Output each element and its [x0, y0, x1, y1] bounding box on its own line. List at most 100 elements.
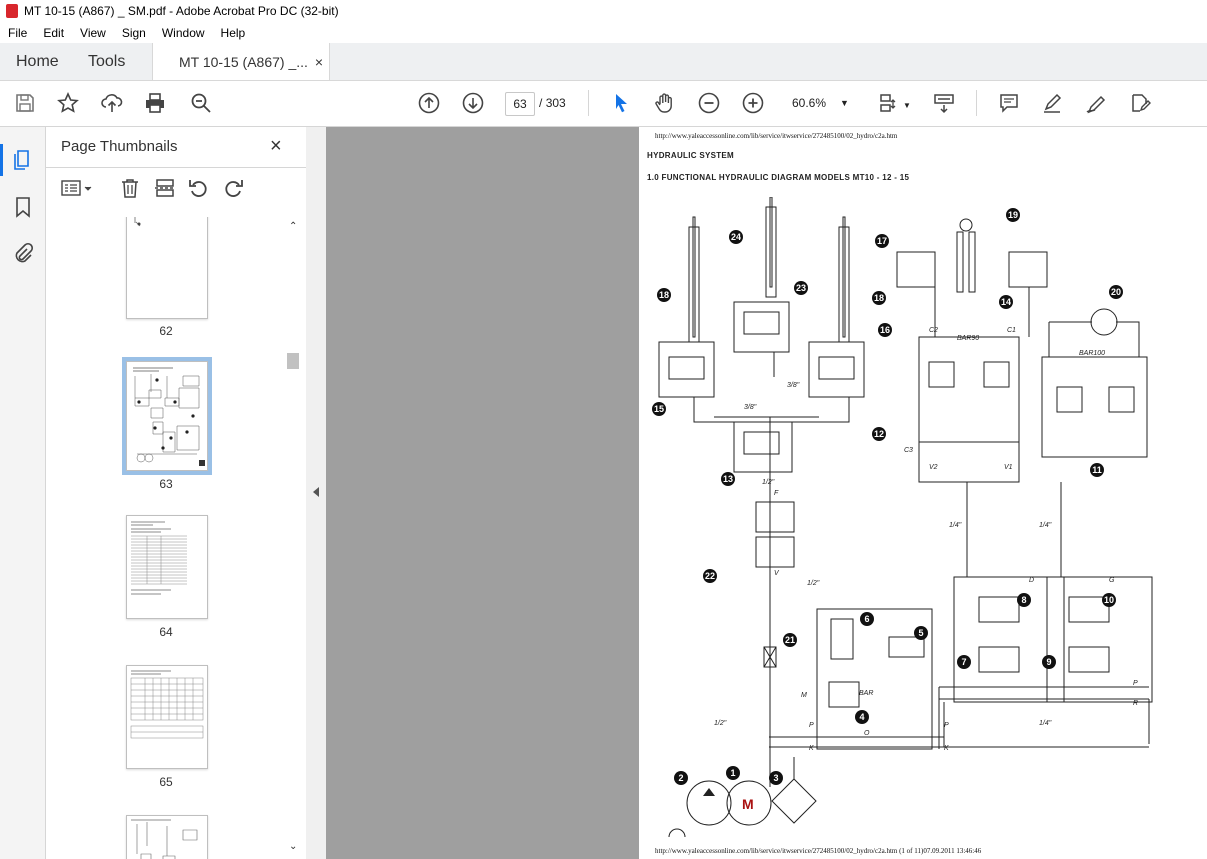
- document-canvas[interactable]: http://www.yaleaccessonline.com/lib/serv…: [326, 127, 1207, 859]
- thumbnail-scrollbar[interactable]: ⌃ ⌄: [286, 217, 300, 859]
- label-p-center: P: [944, 722, 949, 729]
- pdf-page: http://www.yaleaccessonline.com/lib/serv…: [639, 127, 1207, 859]
- callout-4: 4: [855, 710, 869, 724]
- thumbnail-page[interactable]: [126, 815, 208, 859]
- thumbnail-page[interactable]: [126, 665, 208, 769]
- scroll-mode-icon[interactable]: [932, 91, 956, 115]
- menu-file[interactable]: File: [8, 25, 28, 40]
- label-bar: BAR: [859, 690, 873, 697]
- label-c3: C3: [904, 447, 913, 454]
- print-icon[interactable]: [143, 91, 167, 115]
- zoom-out-icon[interactable]: [697, 91, 721, 115]
- toolbar-divider: [588, 90, 589, 116]
- hand-tool-icon[interactable]: [653, 91, 677, 115]
- highlight-pen-icon[interactable]: [1040, 91, 1064, 115]
- scroll-up-icon[interactable]: ⌃: [289, 221, 298, 232]
- extract-page-icon[interactable]: [154, 177, 178, 199]
- callout-21: 21: [783, 633, 797, 647]
- next-page-icon[interactable]: [461, 91, 485, 115]
- title-bar: MT 10-15 (A867) _ SM.pdf - Adobe Acrobat…: [0, 0, 1207, 22]
- svg-text:8: 8: [1021, 595, 1026, 605]
- page-thumbnails-icon[interactable]: [0, 144, 35, 176]
- thumbnail-list: 62 63: [46, 217, 286, 859]
- label-pipe-1-2-upper: 1/2": [762, 479, 775, 486]
- tab-bar: Home Tools MT 10-15 (A867) _... ×: [0, 43, 1207, 81]
- svg-text:1: 1: [730, 768, 735, 778]
- label-v1: V1: [1004, 464, 1013, 471]
- tab-close-icon[interactable]: ×: [314, 53, 323, 70]
- svg-text:24: 24: [731, 232, 741, 242]
- svg-text:17: 17: [877, 236, 887, 246]
- thumbnail-page[interactable]: [126, 515, 208, 619]
- callout-18-right: 18: [872, 291, 886, 305]
- rotate-counterclockwise-icon[interactable]: [188, 177, 212, 199]
- label-k-right: K: [944, 745, 949, 752]
- thumbnail-label: 63: [159, 477, 173, 491]
- fill-sign-icon[interactable]: [1128, 91, 1152, 115]
- close-panel-icon[interactable]: ×: [270, 135, 282, 157]
- svg-text:16: 16: [880, 325, 890, 335]
- bookmark-star-icon[interactable]: [56, 91, 80, 115]
- callout-24: 24: [729, 230, 743, 244]
- motor-symbol-label: M: [742, 796, 754, 812]
- label-bar100: BAR100: [1079, 350, 1105, 357]
- callout-20: 20: [1109, 285, 1123, 299]
- callout-6: 6: [860, 612, 874, 626]
- save-icon[interactable]: [13, 91, 37, 115]
- share-upload-icon[interactable]: [100, 91, 124, 115]
- hydraulic-diagram: M C2 C1 BAR90 BAR100 C3 V2 V1 D G F V P …: [652, 197, 1153, 838]
- options-menu-icon[interactable]: [60, 177, 92, 199]
- tab-home[interactable]: Home: [16, 52, 59, 70]
- menu-sign[interactable]: Sign: [121, 25, 146, 40]
- callout-12: 12: [872, 427, 886, 441]
- label-pipe-1-4-right: 1/4": [1039, 522, 1052, 529]
- page-fit-icon[interactable]: [877, 91, 901, 115]
- tab-tools[interactable]: Tools: [88, 52, 126, 70]
- zoom-in-icon[interactable]: [741, 91, 765, 115]
- find-zoom-icon[interactable]: [189, 91, 213, 115]
- callout-8: 8: [1017, 593, 1031, 607]
- label-c2: C2: [929, 327, 938, 334]
- svg-text:13: 13: [723, 474, 733, 484]
- delete-page-icon[interactable]: [119, 177, 143, 199]
- svg-text:15: 15: [654, 404, 664, 414]
- left-navigation-rail: [0, 127, 46, 859]
- previous-page-icon[interactable]: [417, 91, 441, 115]
- svg-text:12: 12: [874, 429, 884, 439]
- svg-text:5: 5: [918, 628, 923, 638]
- zoom-level-select[interactable]: 60.6% ▼: [784, 92, 854, 114]
- svg-text:19: 19: [1008, 210, 1018, 220]
- scrollbar-thumb[interactable]: [287, 353, 299, 369]
- toolbar-divider: [976, 90, 977, 116]
- attachments-icon[interactable]: [11, 241, 35, 265]
- thumbnail-page-selected[interactable]: [122, 357, 212, 475]
- tab-document[interactable]: MT 10-15 (A867) _... ×: [152, 43, 330, 80]
- thumbnail-page[interactable]: [126, 217, 208, 319]
- page-total-count: 303: [545, 96, 566, 110]
- menu-window[interactable]: Window: [161, 25, 205, 40]
- rotate-clockwise-icon[interactable]: [222, 177, 246, 199]
- sign-pen-icon[interactable]: [1084, 91, 1108, 115]
- scroll-down-icon[interactable]: ⌄: [289, 841, 298, 852]
- callout-15: 15: [652, 402, 666, 416]
- menu-edit[interactable]: Edit: [43, 25, 65, 40]
- bookmarks-icon[interactable]: [11, 195, 35, 219]
- comment-icon[interactable]: [997, 91, 1021, 115]
- thumbnail-label: 64: [159, 625, 173, 639]
- menu-bar: File Edit View Sign Window Help: [0, 22, 1207, 43]
- svg-text:2: 2: [678, 773, 683, 783]
- menu-help[interactable]: Help: [220, 25, 246, 40]
- collapse-arrow-icon: [313, 487, 319, 497]
- chevron-down-icon: ▼: [840, 98, 849, 108]
- collapse-panel-handle[interactable]: [306, 127, 326, 859]
- callout-13: 13: [721, 472, 735, 486]
- select-cursor-icon[interactable]: [609, 91, 633, 115]
- menu-view[interactable]: View: [80, 25, 106, 40]
- callout-9: 9: [1042, 655, 1056, 669]
- chevron-down-icon[interactable]: ▼: [903, 100, 911, 110]
- svg-text:3: 3: [773, 773, 778, 783]
- page-number-input[interactable]: 63: [505, 92, 535, 116]
- callout-10: 10: [1102, 593, 1116, 607]
- callout-2: 2: [674, 771, 688, 785]
- page-thumbnails-panel: Page Thumbnails × 62: [46, 127, 307, 859]
